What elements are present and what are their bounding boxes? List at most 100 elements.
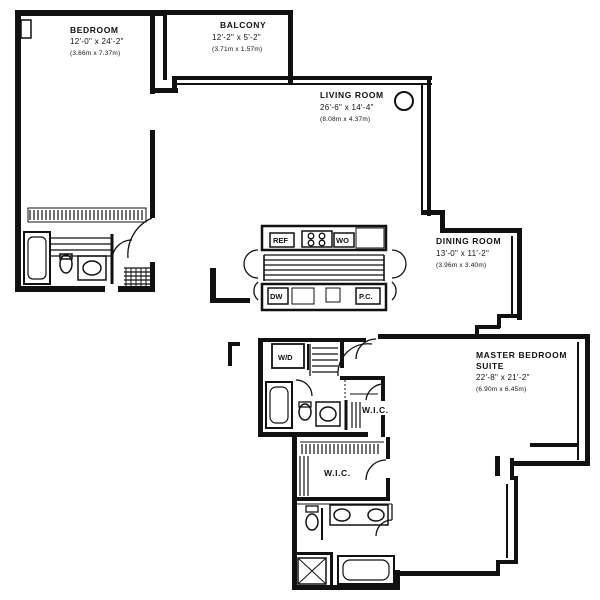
window-living-top xyxy=(172,83,432,85)
window-dining-right xyxy=(511,236,513,316)
wall-bedroom-right-lower xyxy=(150,262,155,292)
burner-2 xyxy=(318,232,326,240)
kitchen-floor-ends xyxy=(263,255,385,281)
wall-lower-step-2 xyxy=(496,560,500,574)
stair-treads xyxy=(312,347,338,373)
wall-bedroom-right-upper xyxy=(150,14,155,94)
laundry-closet xyxy=(271,343,305,369)
linen-hatch xyxy=(125,268,147,286)
vanity-sink-2 xyxy=(367,508,385,522)
wall-master-jog xyxy=(510,458,514,480)
wall-entry-stub xyxy=(228,342,232,366)
dishwasher xyxy=(267,287,289,305)
mbath-door-swing xyxy=(375,504,393,537)
balcony-metric: (3.71m x 1.57m) xyxy=(212,46,262,53)
core-toilet xyxy=(298,403,312,421)
wall-bedroom-notch xyxy=(150,88,178,93)
kitchen-left-swings xyxy=(243,249,259,301)
wall-lower-step xyxy=(496,560,518,564)
bedroom-door-swing xyxy=(127,217,153,259)
wall-bath-bottom xyxy=(292,585,400,590)
window-master-lower xyxy=(506,484,508,558)
wic2-hatch xyxy=(301,444,379,454)
wall-balcony-left xyxy=(163,10,167,80)
bath-door-swing xyxy=(111,239,133,261)
bedroom-closet xyxy=(20,19,147,223)
wall-step-c xyxy=(475,325,500,329)
vanity xyxy=(77,255,107,281)
wall-bath-bottom-a xyxy=(400,571,500,576)
wic2-name: W.I.C. xyxy=(324,468,351,478)
wall-core-bottom xyxy=(258,432,368,437)
bedroom-name: BEDROOM xyxy=(70,25,119,35)
bathtub-basin xyxy=(27,236,47,280)
master-door-swing xyxy=(355,338,377,360)
entry-door-swing xyxy=(337,343,373,377)
master-name-2: SUITE xyxy=(476,361,504,371)
balcony-name: BALCONY xyxy=(220,20,266,30)
core-sink xyxy=(319,406,337,422)
wall-wic2-bottom xyxy=(292,497,390,501)
wall-notch-post xyxy=(172,80,177,92)
wall-living-step-2 xyxy=(440,210,445,232)
wall-master-lower-right xyxy=(514,476,518,562)
wall-wic2-left xyxy=(292,437,297,497)
wic1-swing xyxy=(365,383,385,401)
wall-wic1-top xyxy=(340,376,385,380)
wall-dining-top xyxy=(440,228,522,233)
master-bath xyxy=(296,503,395,585)
master-tub xyxy=(265,381,293,429)
kitchen-sink xyxy=(291,287,315,305)
fridge xyxy=(269,232,295,248)
wall-master-right xyxy=(585,334,590,466)
wall-bedroom-bottom-2 xyxy=(118,286,154,292)
bedroom-dims: 12'-0" x 24'-2" xyxy=(70,37,124,46)
bedroom-column xyxy=(20,19,32,39)
master-ledge xyxy=(530,443,578,447)
wall-step-a xyxy=(497,314,521,318)
mbath-toilet-tank xyxy=(305,505,319,513)
window-living-right xyxy=(421,85,423,213)
wall-hall-a xyxy=(210,268,216,302)
core-area xyxy=(265,343,385,430)
burner-1 xyxy=(307,232,315,240)
toilet-tank xyxy=(59,253,73,260)
soaking-tub xyxy=(337,555,395,585)
toilet xyxy=(59,254,73,274)
bath-wall-lines xyxy=(50,237,112,257)
wall-wic1-right-2 xyxy=(381,415,385,437)
master-name: MASTER BEDROOM xyxy=(476,350,567,360)
wall-bedroom-left xyxy=(15,10,21,292)
walls xyxy=(15,10,590,590)
wo-label: WO xyxy=(336,236,349,245)
wall-living-step xyxy=(421,210,445,215)
wic2-swing xyxy=(365,459,387,481)
wall-wic2-right-2 xyxy=(386,478,390,500)
bathtub xyxy=(23,231,51,285)
wall-balcony-right xyxy=(288,10,293,85)
living-column xyxy=(394,91,414,111)
dining-name: DINING ROOM xyxy=(436,236,501,246)
balcony-dims: 12'-2" x 5'-2" xyxy=(212,33,261,42)
core-toilet-tank xyxy=(298,401,312,408)
kitchen-counter-bottom xyxy=(260,282,388,312)
wic2 xyxy=(299,441,387,496)
wall-master-jog-2 xyxy=(495,456,500,476)
wall-bath-bottom-b xyxy=(395,570,400,590)
living-name: LIVING ROOM xyxy=(320,90,384,100)
wall-dining-right xyxy=(517,228,522,320)
bedroom-metric: (3.66m x 7.37m) xyxy=(70,50,120,57)
wall-step-b xyxy=(497,314,501,328)
wic1-name: W.I.C. xyxy=(362,405,389,415)
wall-bath-left xyxy=(292,432,297,590)
bedroom-bath xyxy=(23,231,150,286)
wall-step-d xyxy=(475,325,479,337)
core-bath-swing xyxy=(295,379,313,397)
window-master-right xyxy=(577,342,579,460)
master-tub-basin xyxy=(269,386,289,424)
pantry-closet xyxy=(355,287,381,305)
kitchen-counter-top xyxy=(260,224,388,252)
kitchen xyxy=(243,224,407,312)
wall-living-top xyxy=(172,76,432,80)
